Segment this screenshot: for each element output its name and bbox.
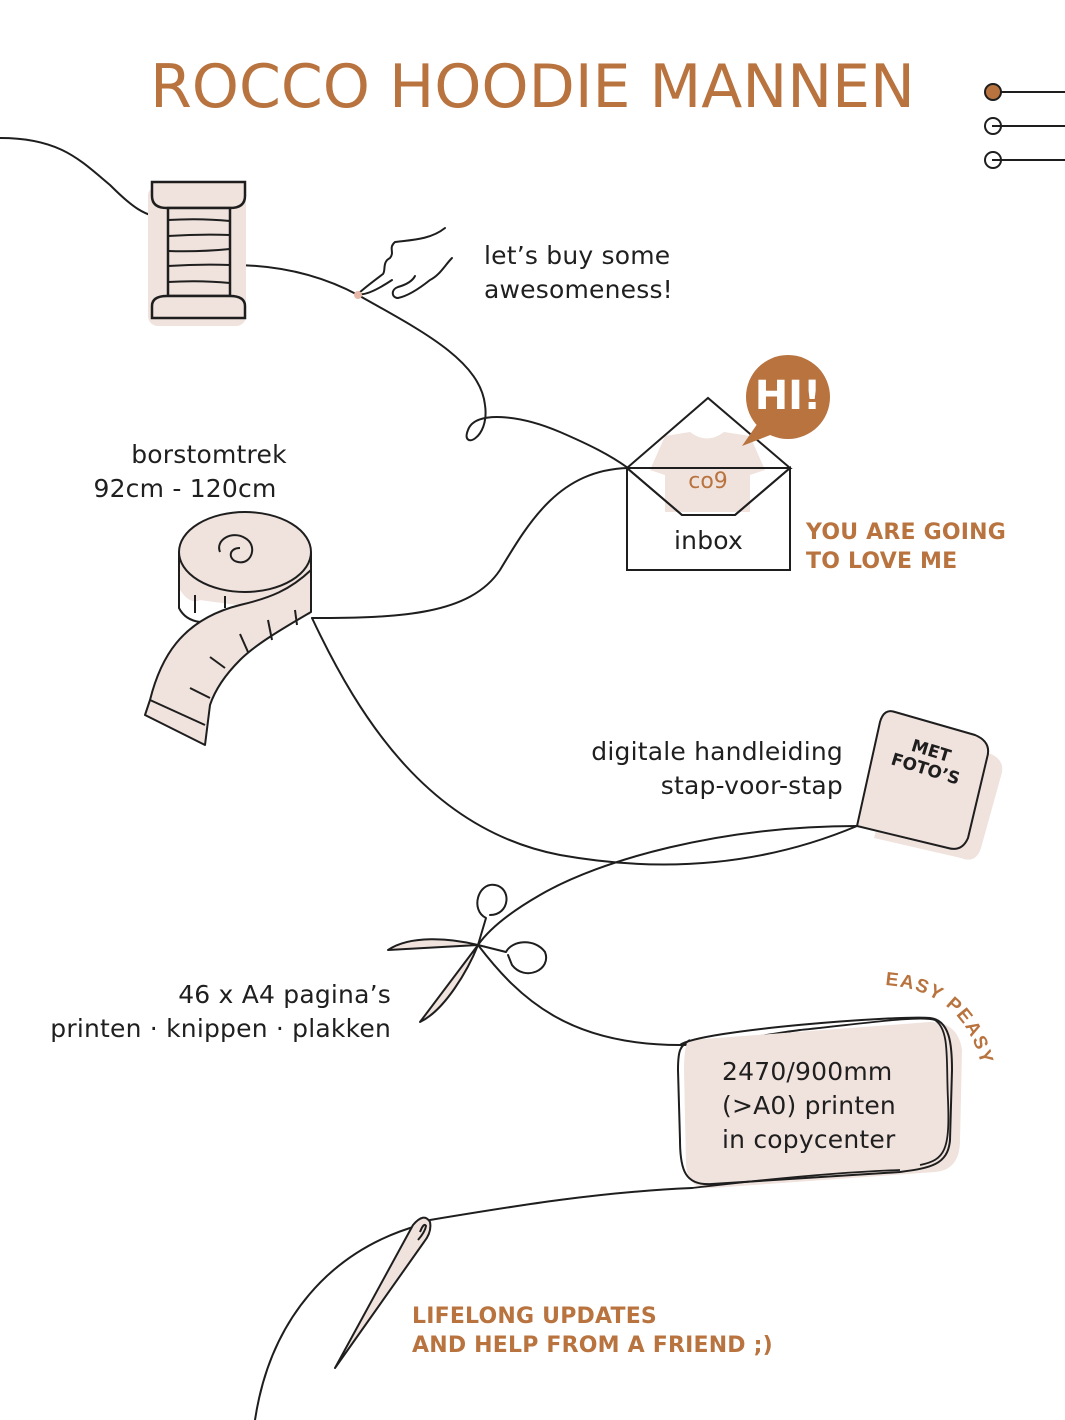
a0-text: 2470/900mm (>A0) printen in copycenter <box>722 1055 896 1157</box>
manual-text: digitale handleiding stap-voor-stap <box>540 735 843 803</box>
a4-line-1: 46 x A4 pagina’s <box>178 980 391 1009</box>
photos-badge <box>855 710 1003 860</box>
pager-dot-3[interactable] <box>984 151 1065 169</box>
needle-icon <box>334 1216 432 1369</box>
a0-line-3: in copycenter <box>722 1125 896 1154</box>
inbox-label: inbox <box>674 526 743 555</box>
updates-line-2: AND HELP FROM A FRIEND ;) <box>412 1333 773 1358</box>
tagline-line-1: YOU ARE GOING <box>806 520 1007 545</box>
tshirt-icon <box>650 432 765 512</box>
pager-dot-1[interactable] <box>984 83 1065 101</box>
touch-point <box>354 291 362 299</box>
updates-line-1: LIFELONG UPDATES <box>412 1304 657 1329</box>
a0-line-1: 2470/900mm <box>722 1057 893 1086</box>
pager <box>984 83 1065 169</box>
size-range-text: borstomtrek 92cm - 120cm <box>80 438 336 506</box>
a0-line-2: (>A0) printen <box>722 1091 896 1120</box>
pointing-hand-icon <box>357 227 453 299</box>
thread-spool-icon <box>148 180 247 326</box>
updates-text: LIFELONG UPDATES AND HELP FROM A FRIEND … <box>412 1302 773 1360</box>
speech-bubble <box>742 355 830 446</box>
tagline-line-2: TO LOVE ME <box>806 549 958 574</box>
size-range: 92cm - 120cm <box>93 474 277 503</box>
brand-logo: co9 <box>688 469 728 494</box>
buy-text-line-2: awesomeness! <box>484 275 673 304</box>
measuring-tape-icon <box>144 511 312 746</box>
a4-text: 46 x A4 pagina’s printen · knippen · pla… <box>40 978 391 1046</box>
pager-dot-2[interactable] <box>984 117 1065 135</box>
buy-text: let’s buy some awesomeness! <box>484 239 673 307</box>
bubble-text: HI! <box>754 373 822 419</box>
buy-text-line-1: let’s buy some <box>484 241 671 270</box>
scissors-icon <box>387 883 548 1023</box>
thread-line <box>0 137 858 1420</box>
a4-line-2: printen · knippen · plakken <box>50 1014 391 1043</box>
size-label: borstomtrek <box>131 440 287 469</box>
a0-box <box>676 1016 962 1189</box>
inbox-tagline: YOU ARE GOING TO LOVE ME <box>806 518 1006 576</box>
page-title: ROCCO HOODIE MANNEN <box>150 52 915 122</box>
manual-line-1: digitale handleiding <box>591 737 843 766</box>
envelope-icon <box>624 355 830 571</box>
manual-line-2: stap-voor-stap <box>660 771 843 800</box>
